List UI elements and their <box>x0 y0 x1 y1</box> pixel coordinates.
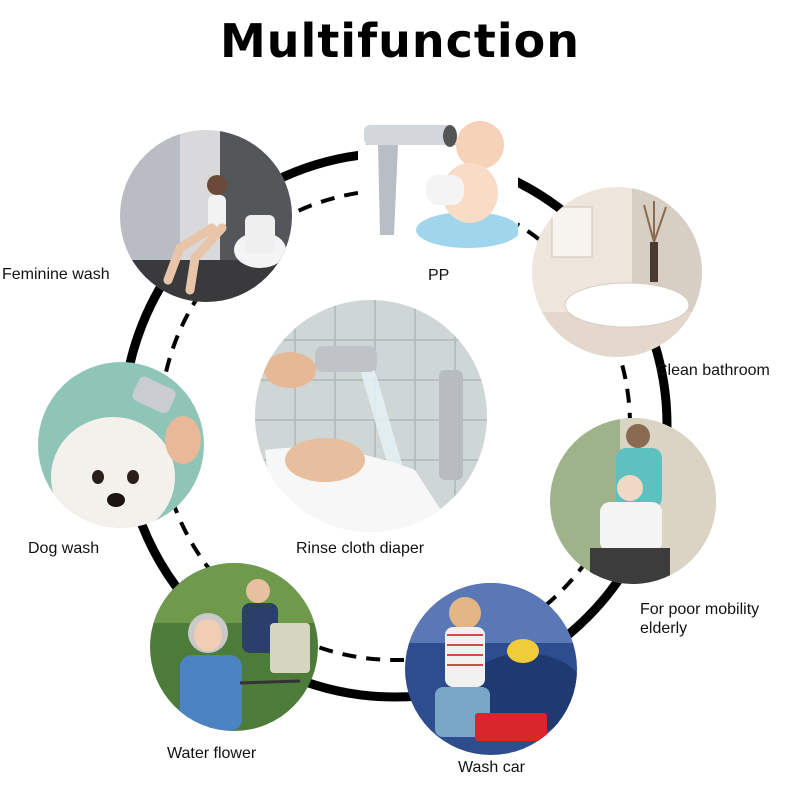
pp-photo <box>358 105 518 265</box>
pp-label: PP <box>428 267 450 284</box>
rinse-cloth-diaper-photo <box>255 300 487 532</box>
water-flower-photo <box>150 563 318 731</box>
wash-car-label: Wash car <box>458 759 525 776</box>
rinse-cloth-diaper-label: Rinse cloth diaper <box>296 540 425 557</box>
poor-mobility-photo <box>550 418 716 584</box>
poor-mobility-label-line1: For poor mobility <box>640 601 760 618</box>
page-title: Multifunction <box>220 14 580 68</box>
water-flower-label: Water flower <box>167 745 257 762</box>
dog-wash-label: Dog wash <box>28 540 100 557</box>
feminine-wash-photo <box>120 130 292 302</box>
wash-car-photo <box>405 583 577 755</box>
dog-wash-photo <box>38 362 204 528</box>
clean-bathroom-label: Clean bathroom <box>656 362 770 379</box>
poor-mobility-label-line2: elderly <box>640 620 688 637</box>
clean-bathroom-photo <box>532 187 702 357</box>
feminine-wash-label: Feminine wash <box>2 266 110 283</box>
